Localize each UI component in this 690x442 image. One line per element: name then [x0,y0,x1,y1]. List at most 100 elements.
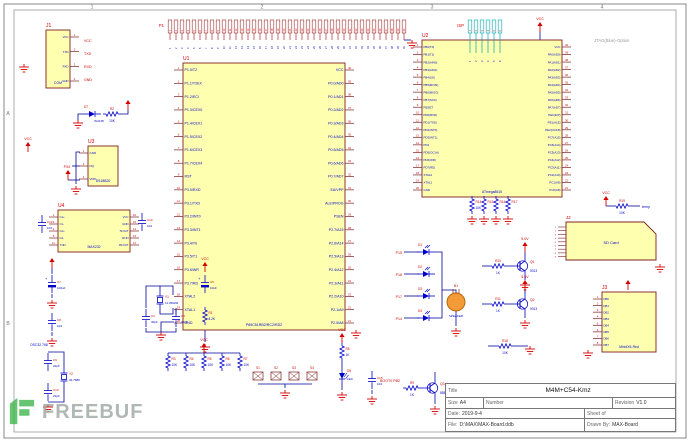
label: 18 [177,292,181,296]
label: 32 [354,28,358,31]
label: 4 [597,315,599,319]
label: VDD [90,177,97,181]
label: 22pF [53,364,60,368]
label: 11 [177,199,180,203]
label: 3 [480,30,484,32]
label: 38 [348,93,352,97]
label: VCC [123,215,129,219]
label: 21 [288,28,292,31]
label: 25 [348,266,352,270]
label: 18 [270,28,274,31]
label: R3 [172,357,176,361]
label: DB3 [604,317,610,321]
label: C7 [57,280,61,284]
label: DQ [90,164,95,168]
label: VCC [200,338,208,342]
label: P1.0/T2 [185,68,198,72]
label: S2 [274,366,278,370]
label: PD3(INT1) [424,136,438,140]
label: VCC [24,137,32,141]
label: 24 [348,279,352,283]
label: 36 [565,73,569,77]
label: 4 [178,106,180,110]
label: 16 [258,28,262,31]
label: 1 [74,33,76,37]
label: SD Card [603,240,618,245]
label: 2 [74,48,76,52]
label: 39 [396,46,400,49]
label: R7 [244,357,248,361]
label: 22 [565,178,569,182]
label: 30 [342,46,346,49]
label: 14 [133,227,137,231]
label: P3.2/INT0 [185,215,201,219]
label: Mini4X5-Red [619,345,639,349]
label: PA6(AD6) [548,98,561,102]
label: 4 [555,238,557,240]
label: 12 [416,126,420,130]
label: VCC [554,45,560,49]
label: P0.0/AD0 [328,82,343,86]
label: DB7 [604,343,610,347]
label: 12 [133,241,137,245]
label: 4 [74,77,76,81]
label: 35 [565,81,569,85]
label: P2.2/A10 [329,295,344,299]
label: P1.1/T2EX [185,82,203,86]
label: 40 [402,28,406,31]
label: 30 [565,118,569,122]
label: D1 [418,243,422,247]
label: IN4148 [94,119,104,123]
label: 31 [565,111,569,115]
led-D4: D4 [417,309,435,321]
label: 16 [258,46,262,49]
label: 28 [330,28,334,31]
label: P2.0/A8 [331,321,344,325]
label: 10K [208,363,215,367]
date-label: Date: [448,410,460,417]
label: C15 [377,376,383,380]
label: 23 [300,28,304,31]
gnd-symbol [479,216,489,225]
label: 10uF [210,286,217,290]
label: 35 [372,46,376,49]
label: 32 [354,46,358,49]
label: 6 [555,246,557,248]
label: PA3(AD3) [548,75,561,79]
label: 25 [312,28,316,31]
label: 12 [234,46,238,49]
label: PC0(A8) [549,188,560,192]
label: VCC [336,68,344,72]
label: 4 [186,30,190,32]
label: 8 [178,159,180,163]
label: 1K [496,309,501,313]
label: RXD [63,65,69,69]
label: 11 [52,241,55,245]
label: PD6(WR) [424,158,436,162]
label: 14 [177,239,181,243]
label: 7 [178,146,180,150]
header-P1: P111223344556677889910101111121213131414… [159,19,407,49]
label: 4 [486,60,490,62]
label: 13 [177,226,181,230]
label: P1 [159,23,165,28]
label: 13 [416,133,420,137]
label: 26 [318,28,322,31]
btn-S2: S2 [270,366,282,381]
vcc-symbol [65,170,71,180]
label: 6 [498,60,502,62]
file-cell: File: D:\MAX\MAX-Board.ddb [446,419,585,431]
label: P15 [396,251,402,255]
label: R1 [209,311,213,315]
label: 37 [384,28,388,31]
label: 1K [346,353,351,357]
label: 22 [294,28,298,31]
label: PE1(ALE) [548,120,561,124]
gnd-symbol [156,332,166,341]
